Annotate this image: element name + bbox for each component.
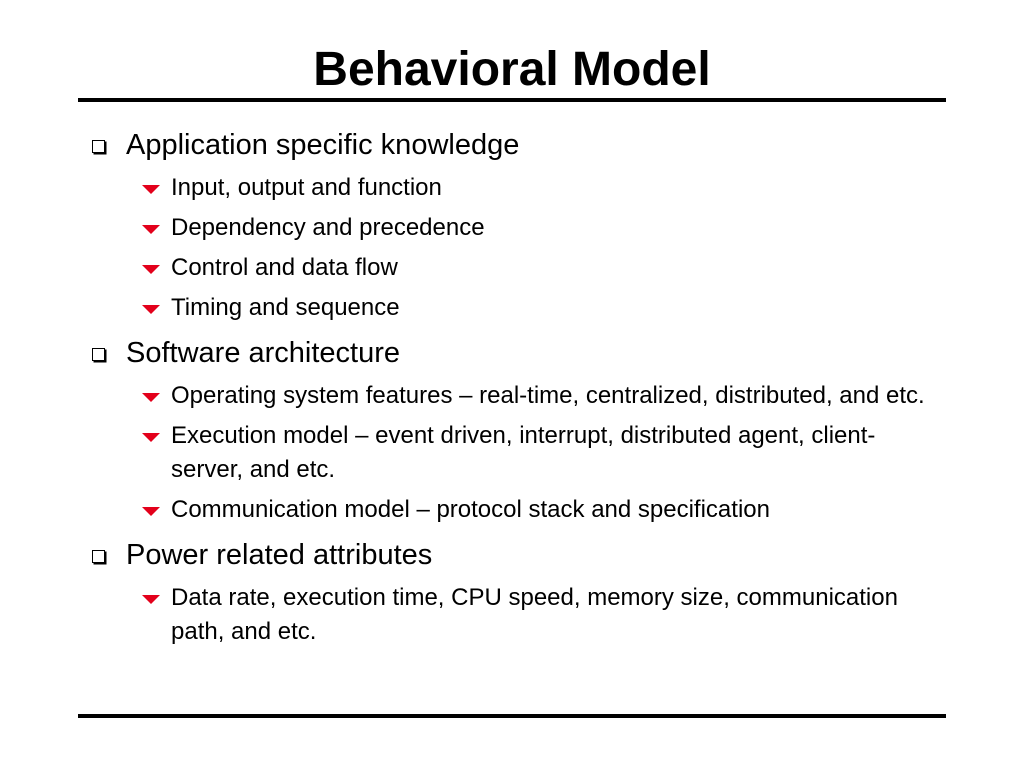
slide-content: Application specific knowledge Input, ou… [86,127,946,659]
square-bullet-icon [92,550,105,563]
red-triangle-bullet-icon [142,185,160,194]
list-item-text: Input, output and function [171,174,442,201]
list-item: Timing and sequence [86,291,946,325]
list-item: Communication model – protocol stack and… [86,493,946,527]
list-item-text: Dependency and precedence [171,214,485,241]
list-item: Control and data flow [86,251,946,285]
red-triangle-bullet-icon [142,433,160,442]
red-triangle-bullet-icon [142,305,160,314]
red-triangle-bullet-icon [142,225,160,234]
list-item-text: Execution model – event driven, interrup… [171,422,876,483]
list-item: Dependency and precedence [86,211,946,245]
section-heading-text: Software architecture [126,337,401,369]
slide-title: Behavioral Model [313,43,711,96]
top-divider [78,98,946,102]
list-item: Data rate, execution time, CPU speed, me… [86,581,946,649]
section-heading: Application specific knowledge [86,127,946,163]
list-item: Operating system features – real-time, c… [86,379,946,413]
section-heading: Software architecture [86,335,946,371]
red-triangle-bullet-icon [142,265,160,274]
red-triangle-bullet-icon [142,393,160,402]
bottom-divider [78,714,946,718]
section-heading-text: Application specific knowledge [126,129,520,161]
section-heading: Power related attributes [86,537,946,573]
list-item-text: Timing and sequence [171,294,400,321]
list-item-text: Communication model – protocol stack and… [171,496,770,523]
section-heading-text: Power related attributes [126,539,433,571]
list-item-text: Control and data flow [171,254,398,281]
list-item-text: Operating system features – real-time, c… [171,382,925,409]
red-triangle-bullet-icon [142,595,160,604]
red-triangle-bullet-icon [142,507,160,516]
square-bullet-icon [92,140,105,153]
section-software-architecture: Software architecture Operating system f… [86,335,946,527]
list-item: Execution model – event driven, interrup… [86,419,946,487]
list-item-text: Data rate, execution time, CPU speed, me… [171,584,898,645]
list-item: Input, output and function [86,171,946,205]
section-power-attributes: Power related attributes Data rate, exec… [86,537,946,649]
section-application-knowledge: Application specific knowledge Input, ou… [86,127,946,325]
square-bullet-icon [92,348,105,361]
